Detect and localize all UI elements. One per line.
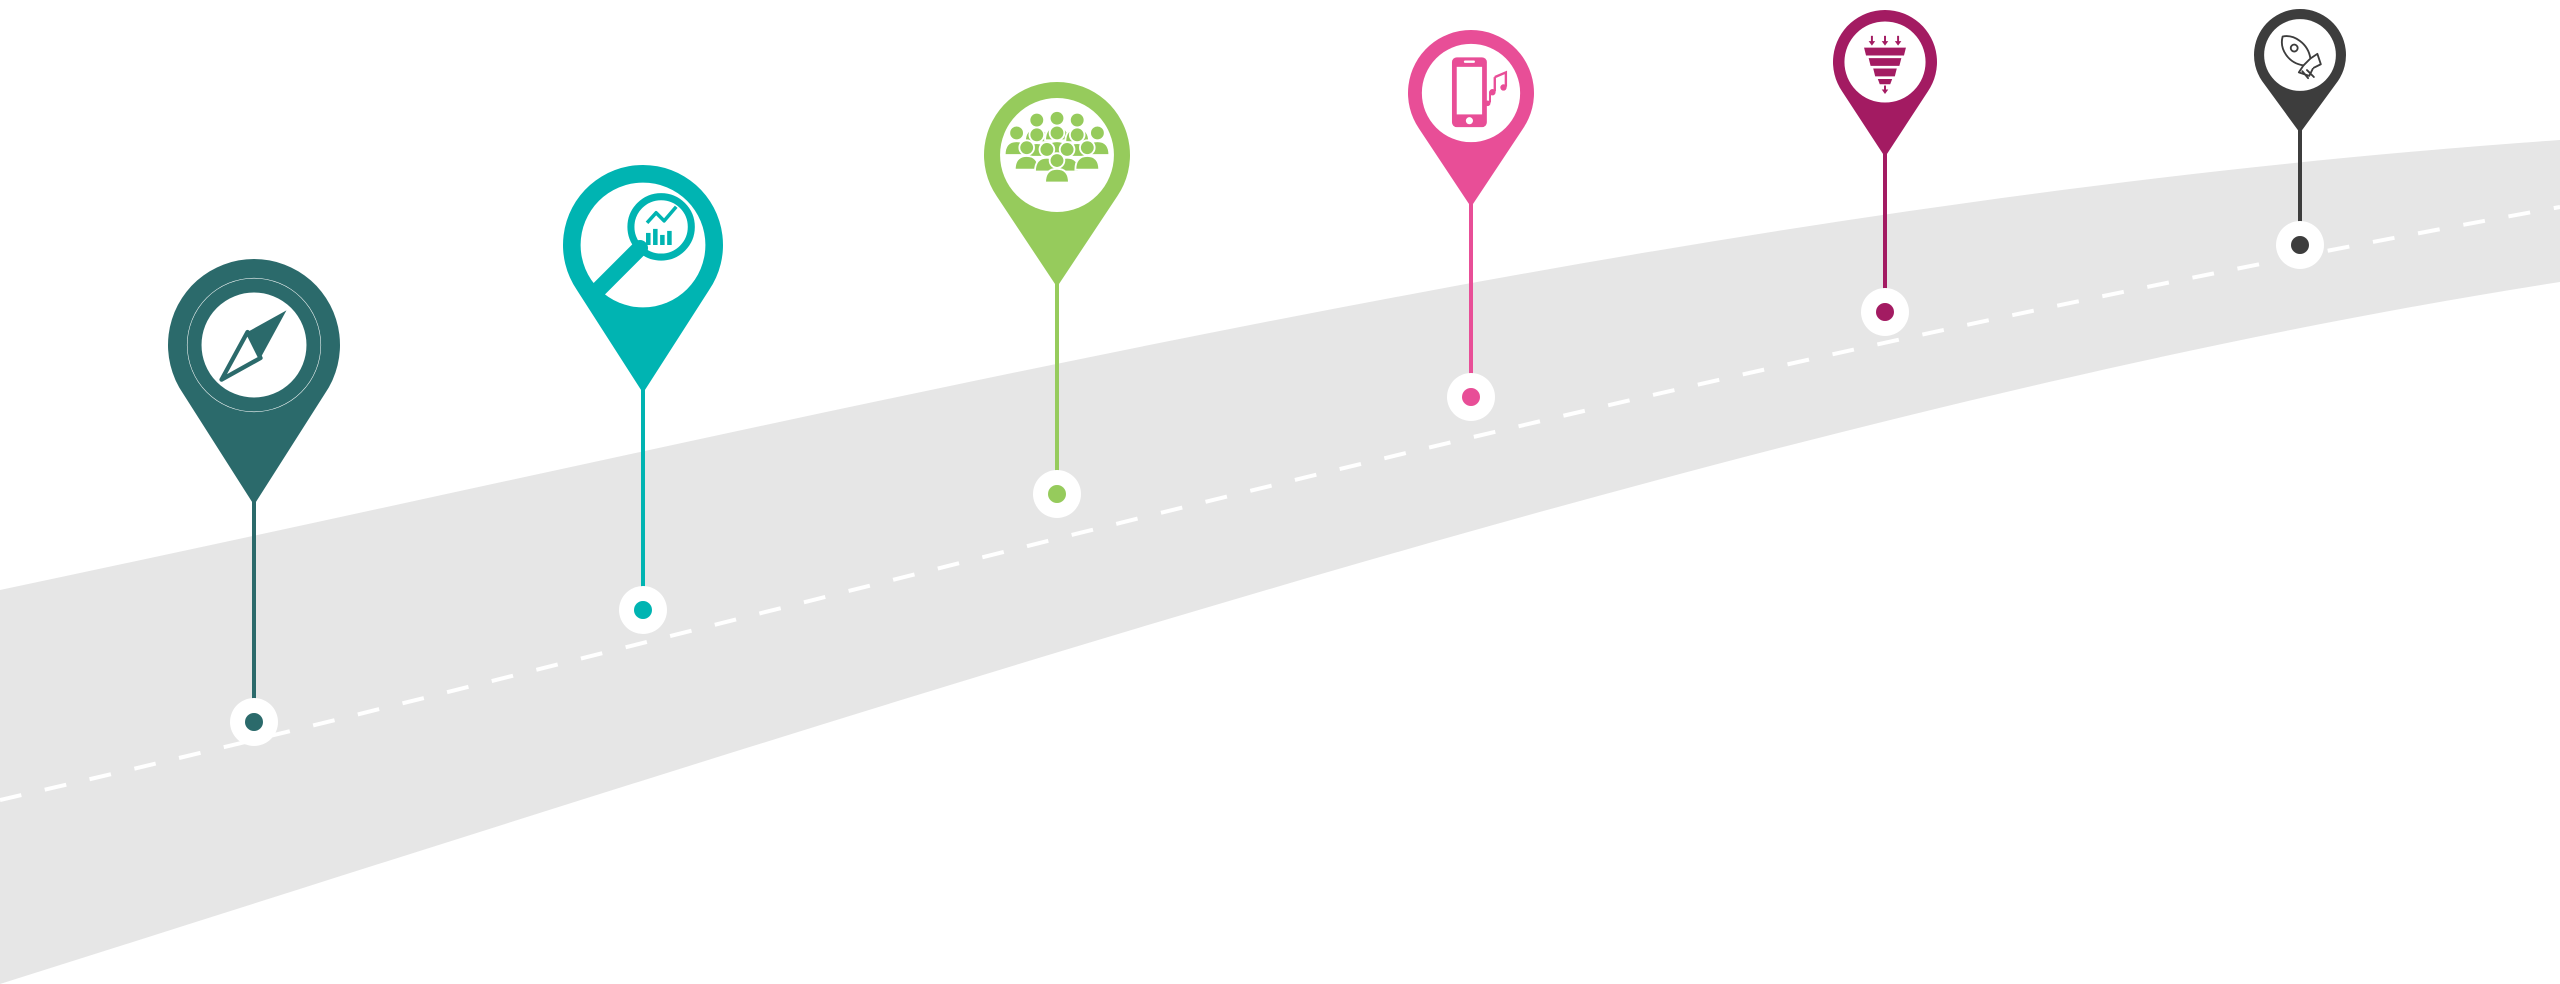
milestone-pin-audience [983,81,1130,518]
crowd-icon [1003,109,1111,184]
road-marker-dot [1876,303,1894,321]
road-marker-dot [2291,236,2309,254]
milestone-pin-launch [2254,8,2346,269]
rocket-icon [2280,35,2322,80]
funnel-icon [1864,35,1906,95]
compass-icon [187,278,321,412]
milestone-pin-compass [168,259,340,746]
milestone-pin-funnel [1832,10,1937,336]
milestone-pin-mobile [1408,30,1534,421]
smartphone-music-icon [1451,57,1508,128]
road-marker-dot [245,713,263,731]
road-marker-dot [1048,485,1066,503]
road-marker-dot [1462,388,1480,406]
milestone-pins [168,8,2346,746]
magnifier-chart-icon [589,193,695,299]
road [0,140,2560,984]
road-center-dashes [0,205,2560,802]
milestone-pin-analytics [563,164,723,634]
road-marker-dot [634,601,652,619]
pin-icon-disc [2264,19,2336,91]
